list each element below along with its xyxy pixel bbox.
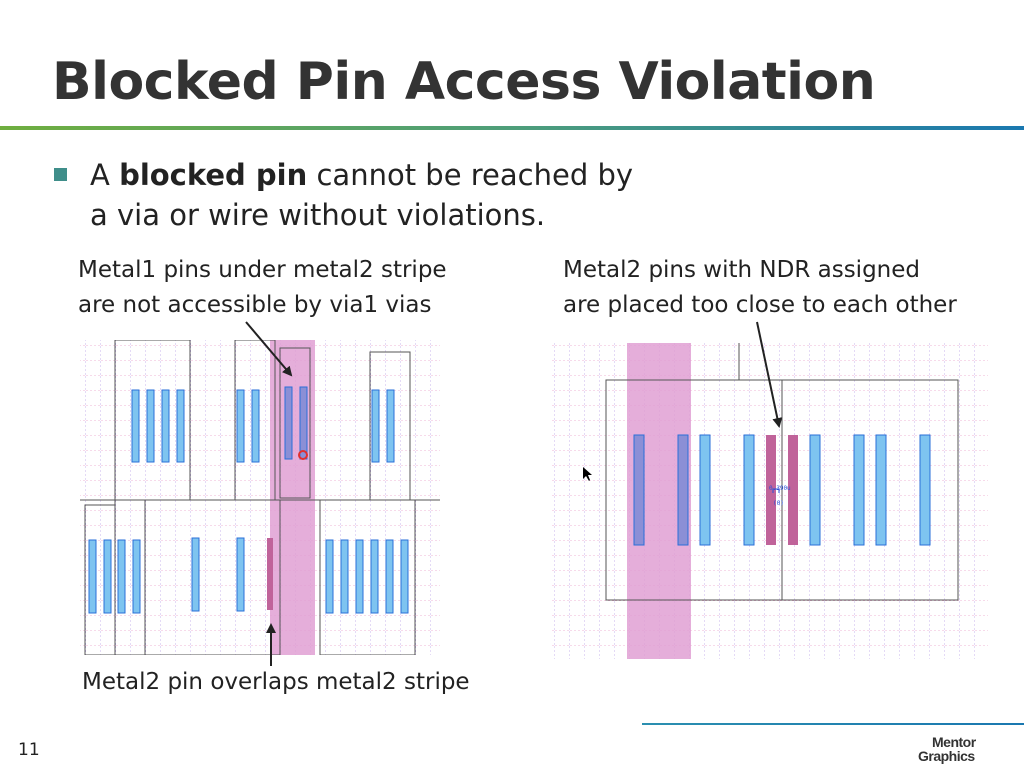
caption-line: Metal2 pins with NDR assigned <box>563 257 920 283</box>
cell-outlines <box>605 343 959 601</box>
metal2-ndr-pins <box>766 435 798 545</box>
bullet-prefix: A <box>90 158 120 192</box>
caption-line: are placed too close to each other <box>563 292 957 318</box>
violation-marker-icon <box>298 450 308 460</box>
left-layout-figure <box>80 340 440 655</box>
left-top-caption: Metal1 pins under metal2 stripe are not … <box>78 253 447 323</box>
slide-title: Blocked Pin Access Violation <box>52 52 876 112</box>
caption-line: are not accessible by via1 vias <box>78 292 432 318</box>
bullet-rest: cannot be reached by a via or wire witho… <box>90 158 634 232</box>
ndr-label-line: 0.390u <box>769 485 791 492</box>
left-bottom-caption: Metal2 pin overlaps metal2 stripe <box>82 669 470 695</box>
title-divider <box>0 126 1024 130</box>
right-top-caption: Metal2 pins with NDR assigned are placed… <box>563 253 957 323</box>
ndr-label-line: (0) <box>773 500 784 507</box>
metal1-pins <box>88 386 409 614</box>
footer-divider <box>642 723 1024 725</box>
arrow-metal1-pins <box>245 321 293 377</box>
cell-outlines <box>80 340 440 655</box>
mouse-cursor-icon <box>583 467 592 481</box>
ndr-spacing-label: 0.390u (0) <box>769 485 791 507</box>
metal1-pins <box>633 434 931 546</box>
arrow-ndr-pins <box>756 321 783 428</box>
page-number: 11 <box>18 740 40 760</box>
metal2-pin-overlap <box>267 538 273 610</box>
logo-line2: Graphics <box>918 748 975 764</box>
caption-line: Metal1 pins under metal2 stripe <box>78 257 447 283</box>
bullet-bold-term: blocked pin <box>119 158 308 192</box>
right-layout-figure: 0.390u (0) <box>552 343 988 659</box>
ndr-bracket-icon <box>772 488 780 493</box>
mentor-graphics-logo: Mentor Graphics <box>918 734 977 764</box>
bullet-text: A blocked pin cannot be reached by a via… <box>90 155 650 235</box>
bullet-marker-icon <box>54 168 67 181</box>
logo-line1: Mentor <box>932 734 977 750</box>
